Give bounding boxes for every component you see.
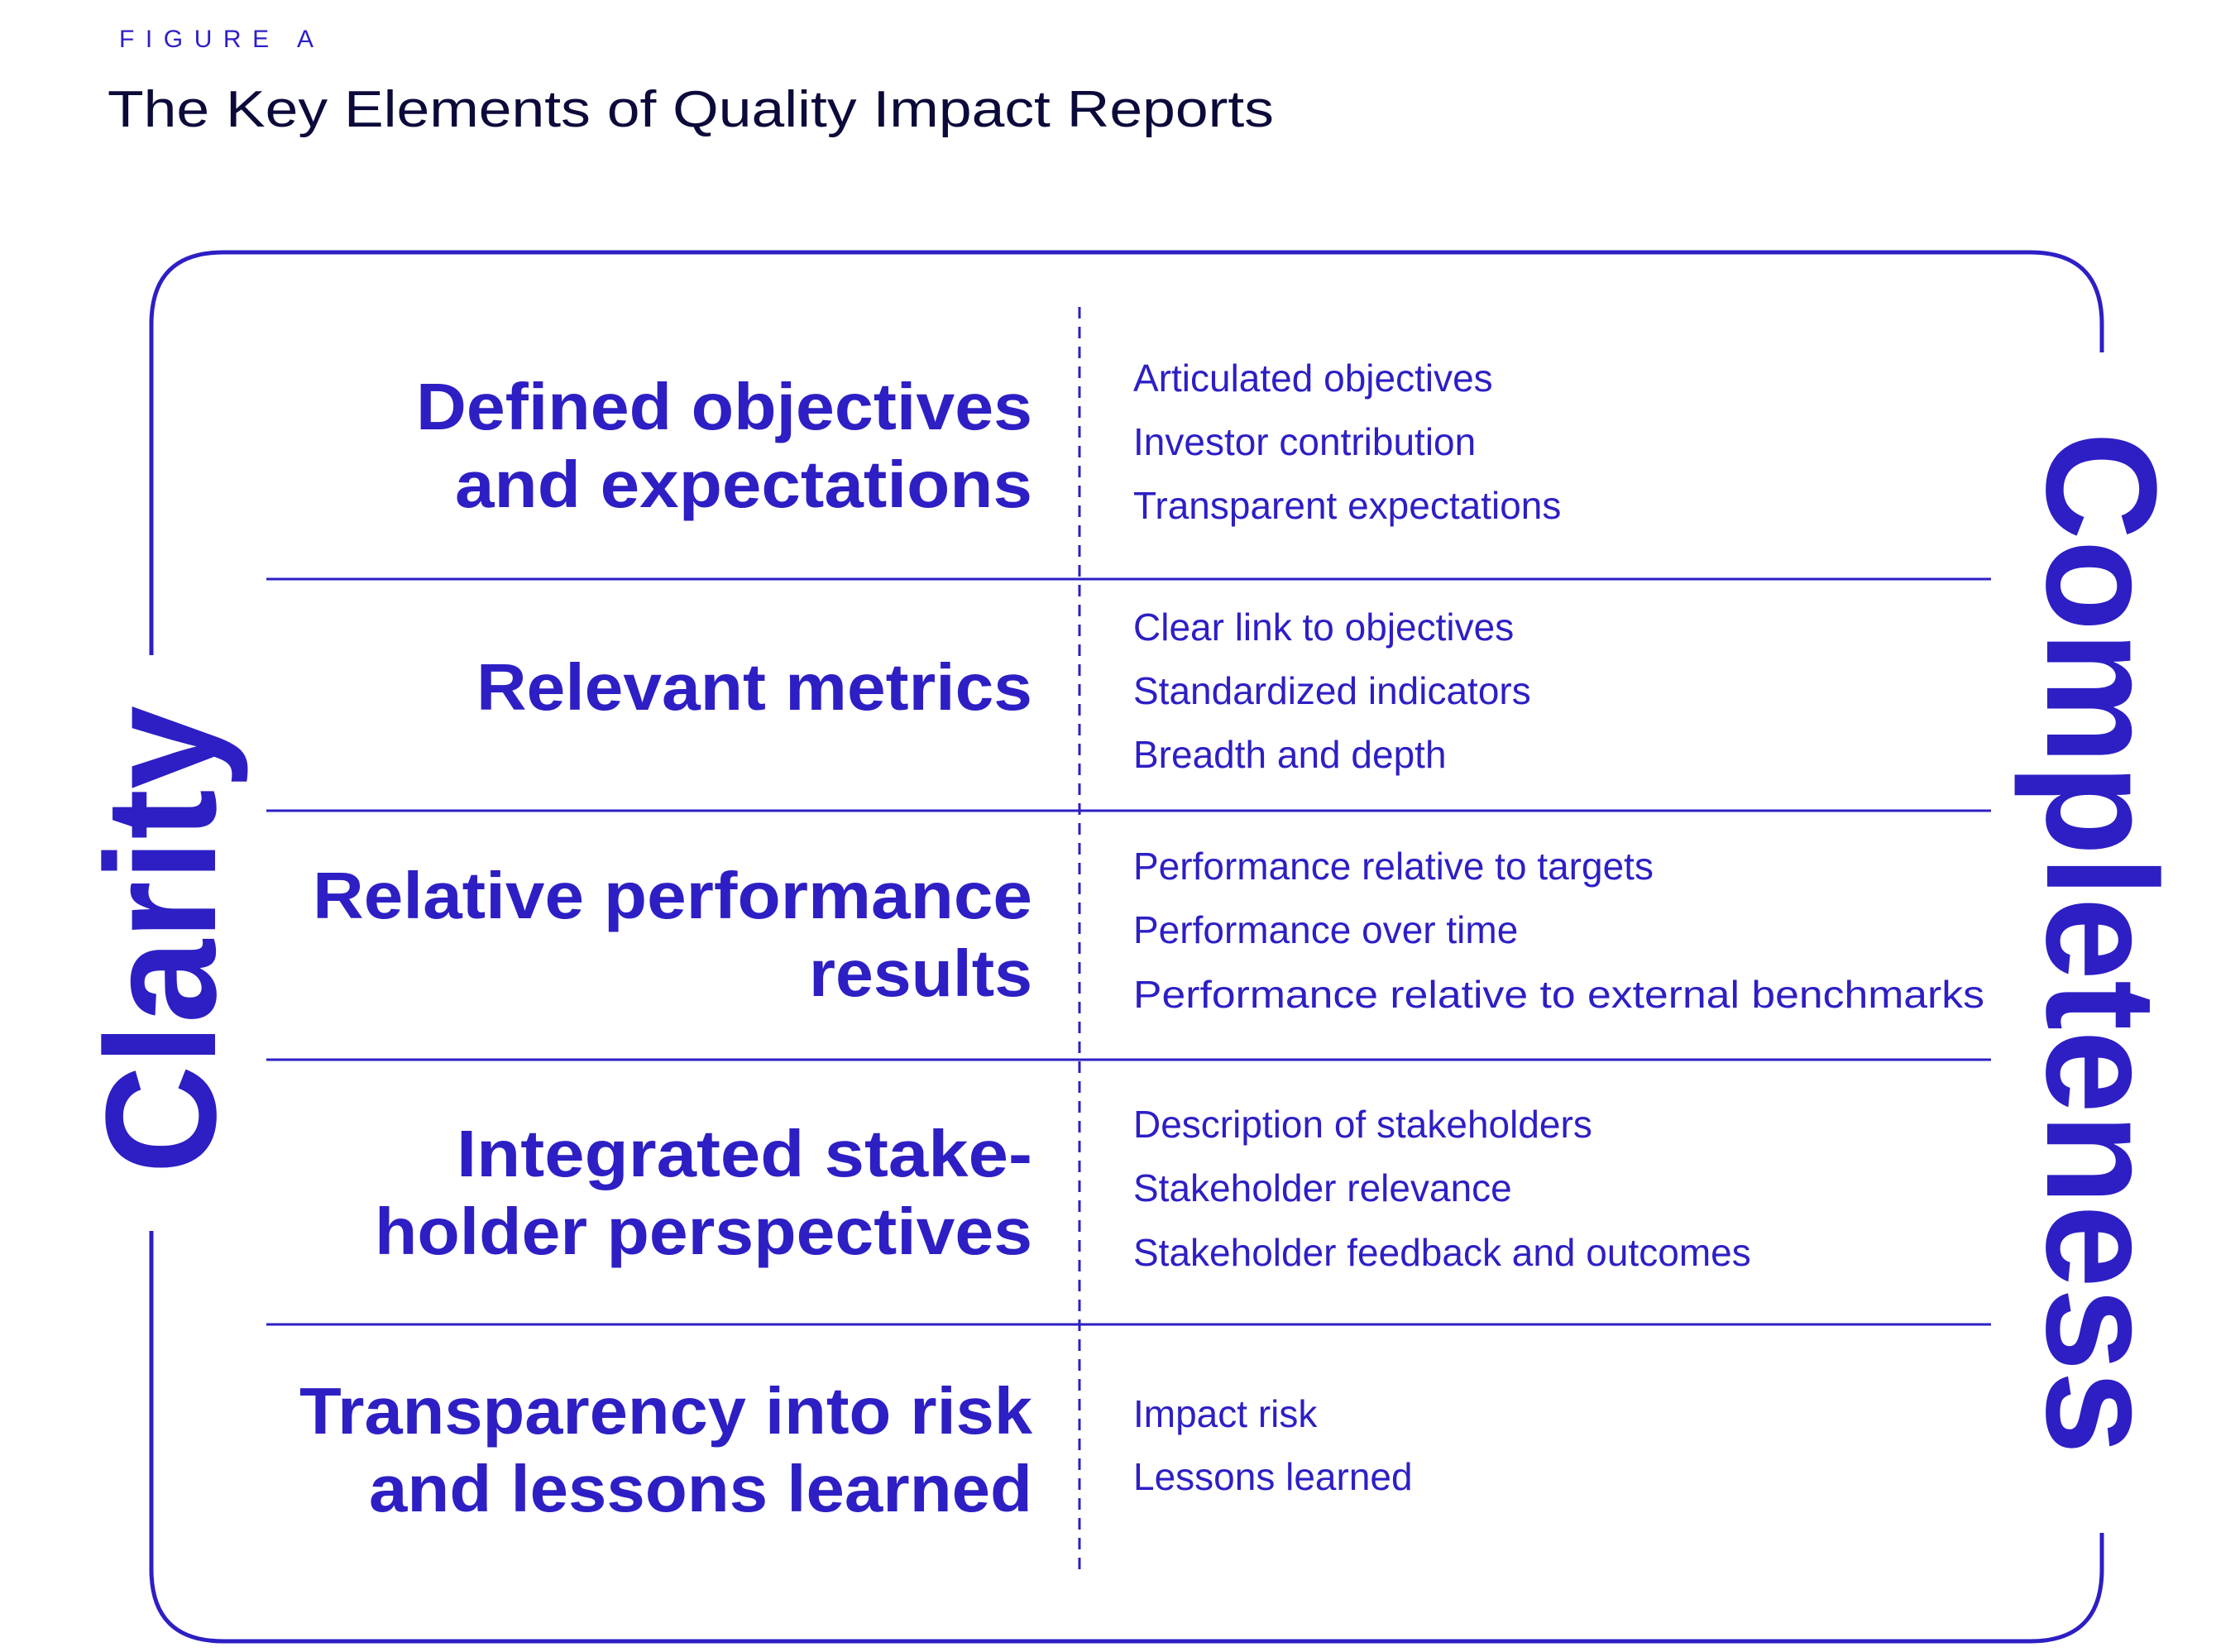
list-item: Transparent expectations xyxy=(1133,484,1561,527)
row-heading: and expectations xyxy=(455,448,1032,521)
list-item: Description of stakeholders xyxy=(1133,1103,1592,1146)
list-item: Investor contribution xyxy=(1133,420,1476,463)
list-item: Stakeholder relevance xyxy=(1133,1166,1512,1209)
row-heading: Defined objectives xyxy=(416,370,1032,443)
row-heading: Integrated stake- xyxy=(457,1117,1032,1190)
frame xyxy=(149,250,2104,1644)
list-item: Performance relative to targets xyxy=(1133,845,1654,888)
row-heading: and lessons learned xyxy=(369,1452,1032,1525)
row-dividers xyxy=(266,577,1991,1326)
row-heading: Relevant metrics xyxy=(476,650,1032,724)
row-heading: Relative performance xyxy=(313,859,1032,932)
row-heading: holder perspectives xyxy=(375,1195,1032,1268)
row-heading: Transparency into risk xyxy=(299,1374,1033,1448)
list-item: Lessons learned xyxy=(1133,1455,1413,1498)
row-heading: results xyxy=(809,936,1032,1010)
completeness-label: Completeness xyxy=(2013,432,2189,1454)
list-item: Performance relative to external benchma… xyxy=(1133,973,1984,1016)
figure-label: FIGURE A xyxy=(119,26,314,53)
list-item: Impact risk xyxy=(1133,1392,1318,1435)
list-item: Stakeholder feedback and outcomes xyxy=(1133,1231,1751,1274)
row-items: Articulated objectives Investor contribu… xyxy=(1133,357,1984,1498)
page-title: The Key Elements of Quality Impact Repor… xyxy=(108,81,1274,138)
list-item: Performance over time xyxy=(1133,908,1518,951)
list-item: Breadth and depth xyxy=(1133,733,1447,776)
row-headings: Defined objectives and expectations Rele… xyxy=(299,370,1033,1525)
list-item: Standardized indicators xyxy=(1133,669,1531,712)
list-item: Clear link to objectives xyxy=(1133,606,1514,649)
clarity-label: Clarity xyxy=(74,706,249,1174)
list-item: Articulated objectives xyxy=(1133,357,1493,400)
